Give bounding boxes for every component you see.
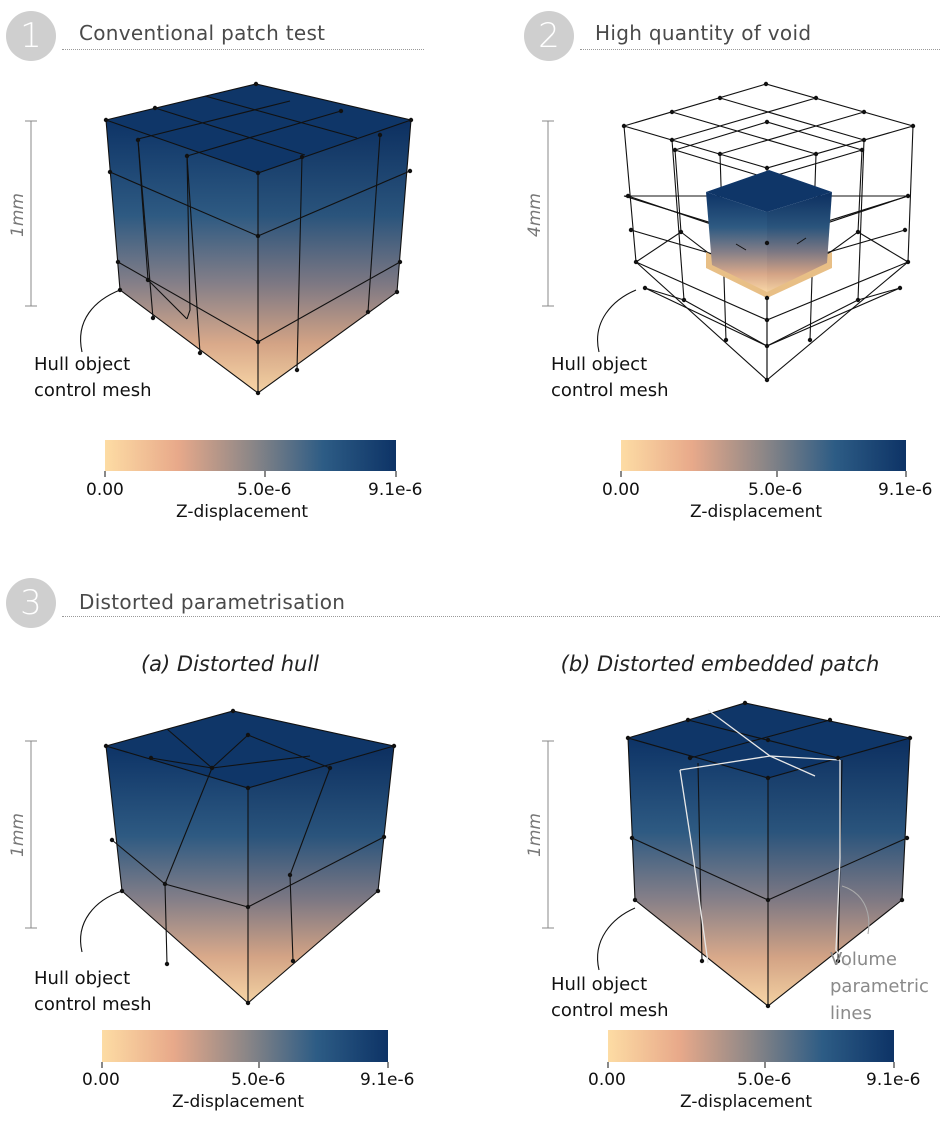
cb2-tick-min: 0.00 — [602, 480, 640, 500]
colorbar-1-ticks — [104, 471, 397, 477]
cube3-right — [248, 746, 394, 1003]
hull-leader-3 — [80, 890, 123, 953]
dimension-label-2: 4mm — [525, 193, 545, 237]
section-2-rule — [580, 49, 940, 50]
panel-1-figure — [25, 81, 414, 477]
hull-label-2: Hull object control mesh — [551, 352, 669, 404]
cube4-left — [628, 738, 768, 1006]
control-points-1 — [103, 81, 414, 396]
colorbar-2-ticks — [620, 471, 907, 477]
hull-label-3-line2: control mesh — [34, 994, 152, 1015]
hull-label-2-line2: control mesh — [551, 380, 669, 401]
hull-leader-4 — [597, 907, 636, 971]
subcaption-a: (a) Distorted hull — [140, 652, 320, 676]
hull-label-4-line1: Hull object — [551, 974, 648, 995]
subcaption-b: (b) Distorted embedded patch — [560, 652, 880, 676]
cb2-tick-mid: 5.0e-6 — [748, 480, 803, 500]
hull-label-2-line1: Hull object — [551, 354, 648, 375]
cb1-tick-mid: 5.0e-6 — [237, 480, 292, 500]
cube3-left — [106, 746, 248, 1003]
volume-leader — [841, 885, 870, 935]
colorbar-3 — [102, 1030, 388, 1062]
panel-2-figure — [542, 81, 916, 477]
dimension-bar-3 — [25, 740, 37, 929]
volume-parametric-label: Volume parametric lines — [830, 946, 929, 1027]
cb3-tick-min: 0.00 — [82, 1070, 120, 1090]
section-1-title: Conventional patch test — [79, 21, 326, 45]
colorbar-4 — [608, 1030, 894, 1062]
section-1-badge: 1 — [6, 11, 56, 61]
cb3-tick-mid: 5.0e-6 — [231, 1070, 286, 1090]
section-1-rule — [62, 49, 424, 50]
hull-label-1-line2: control mesh — [34, 380, 152, 401]
volume-parametric-lines — [679, 709, 851, 969]
dimension-label-4: 1mm — [525, 813, 545, 857]
cube3-top — [106, 711, 394, 788]
volume-label-line1: Volume — [830, 949, 897, 970]
dimension-bar-1 — [25, 120, 37, 307]
control-points-4 — [625, 700, 913, 1009]
cb3-label: Z-displacement — [172, 1092, 305, 1112]
section-3-badge: 3 — [6, 578, 56, 628]
cb1-tick-max: 9.1e-6 — [368, 480, 423, 500]
hull-leader-2 — [597, 289, 637, 353]
hull-label-1-line1: Hull object — [34, 354, 131, 375]
colorbar-4-ticks — [607, 1062, 895, 1068]
cb1-label: Z-displacement — [176, 502, 309, 522]
control-points-2 — [621, 81, 916, 383]
hull-label-3-line1: Hull object — [34, 968, 131, 989]
volume-label-line2: parametric — [830, 976, 929, 997]
colorbar-2 — [621, 440, 906, 471]
dimension-bar-4 — [542, 740, 554, 929]
cube-front-right-face — [258, 120, 411, 393]
section-3-rule — [62, 616, 940, 617]
cube-top-face — [106, 84, 411, 173]
cb3-tick-max: 9.1e-6 — [360, 1070, 415, 1090]
hull-label-4: Hull object control mesh — [551, 972, 669, 1024]
control-points-3 — [103, 708, 397, 1006]
cb1-tick-min: 0.00 — [86, 480, 124, 500]
cube-front-left-face — [106, 120, 258, 393]
void-cube-top — [706, 170, 832, 212]
section-2-title: High quantity of void — [595, 21, 812, 45]
cb4-tick-mid: 5.0e-6 — [737, 1070, 792, 1090]
dimension-label-3: 1mm — [8, 813, 28, 857]
dimension-label-1: 1mm — [8, 193, 28, 237]
volume-label-line3: lines — [830, 1003, 872, 1024]
hull-label-1: Hull object control mesh — [34, 352, 152, 404]
hull-leader-1 — [80, 289, 121, 353]
section-3-title: Distorted parametrisation — [79, 590, 346, 614]
panel-3-figure — [25, 708, 397, 1068]
section-2-badge: 2 — [524, 11, 574, 61]
hull-label-3: Hull object control mesh — [34, 966, 152, 1018]
cb2-tick-max: 9.1e-6 — [878, 480, 933, 500]
void-cube-left — [706, 192, 767, 292]
hull-label-4-line2: control mesh — [551, 1000, 669, 1021]
cb4-tick-max: 9.1e-6 — [866, 1070, 921, 1090]
panel-4-figure — [542, 700, 913, 1068]
cb4-tick-min: 0.00 — [588, 1070, 626, 1090]
dimension-bar-2 — [542, 120, 554, 307]
cb4-label: Z-displacement — [680, 1092, 813, 1112]
cb2-label: Z-displacement — [690, 502, 823, 522]
colorbar-1 — [105, 440, 396, 471]
colorbar-3-ticks — [101, 1062, 389, 1068]
